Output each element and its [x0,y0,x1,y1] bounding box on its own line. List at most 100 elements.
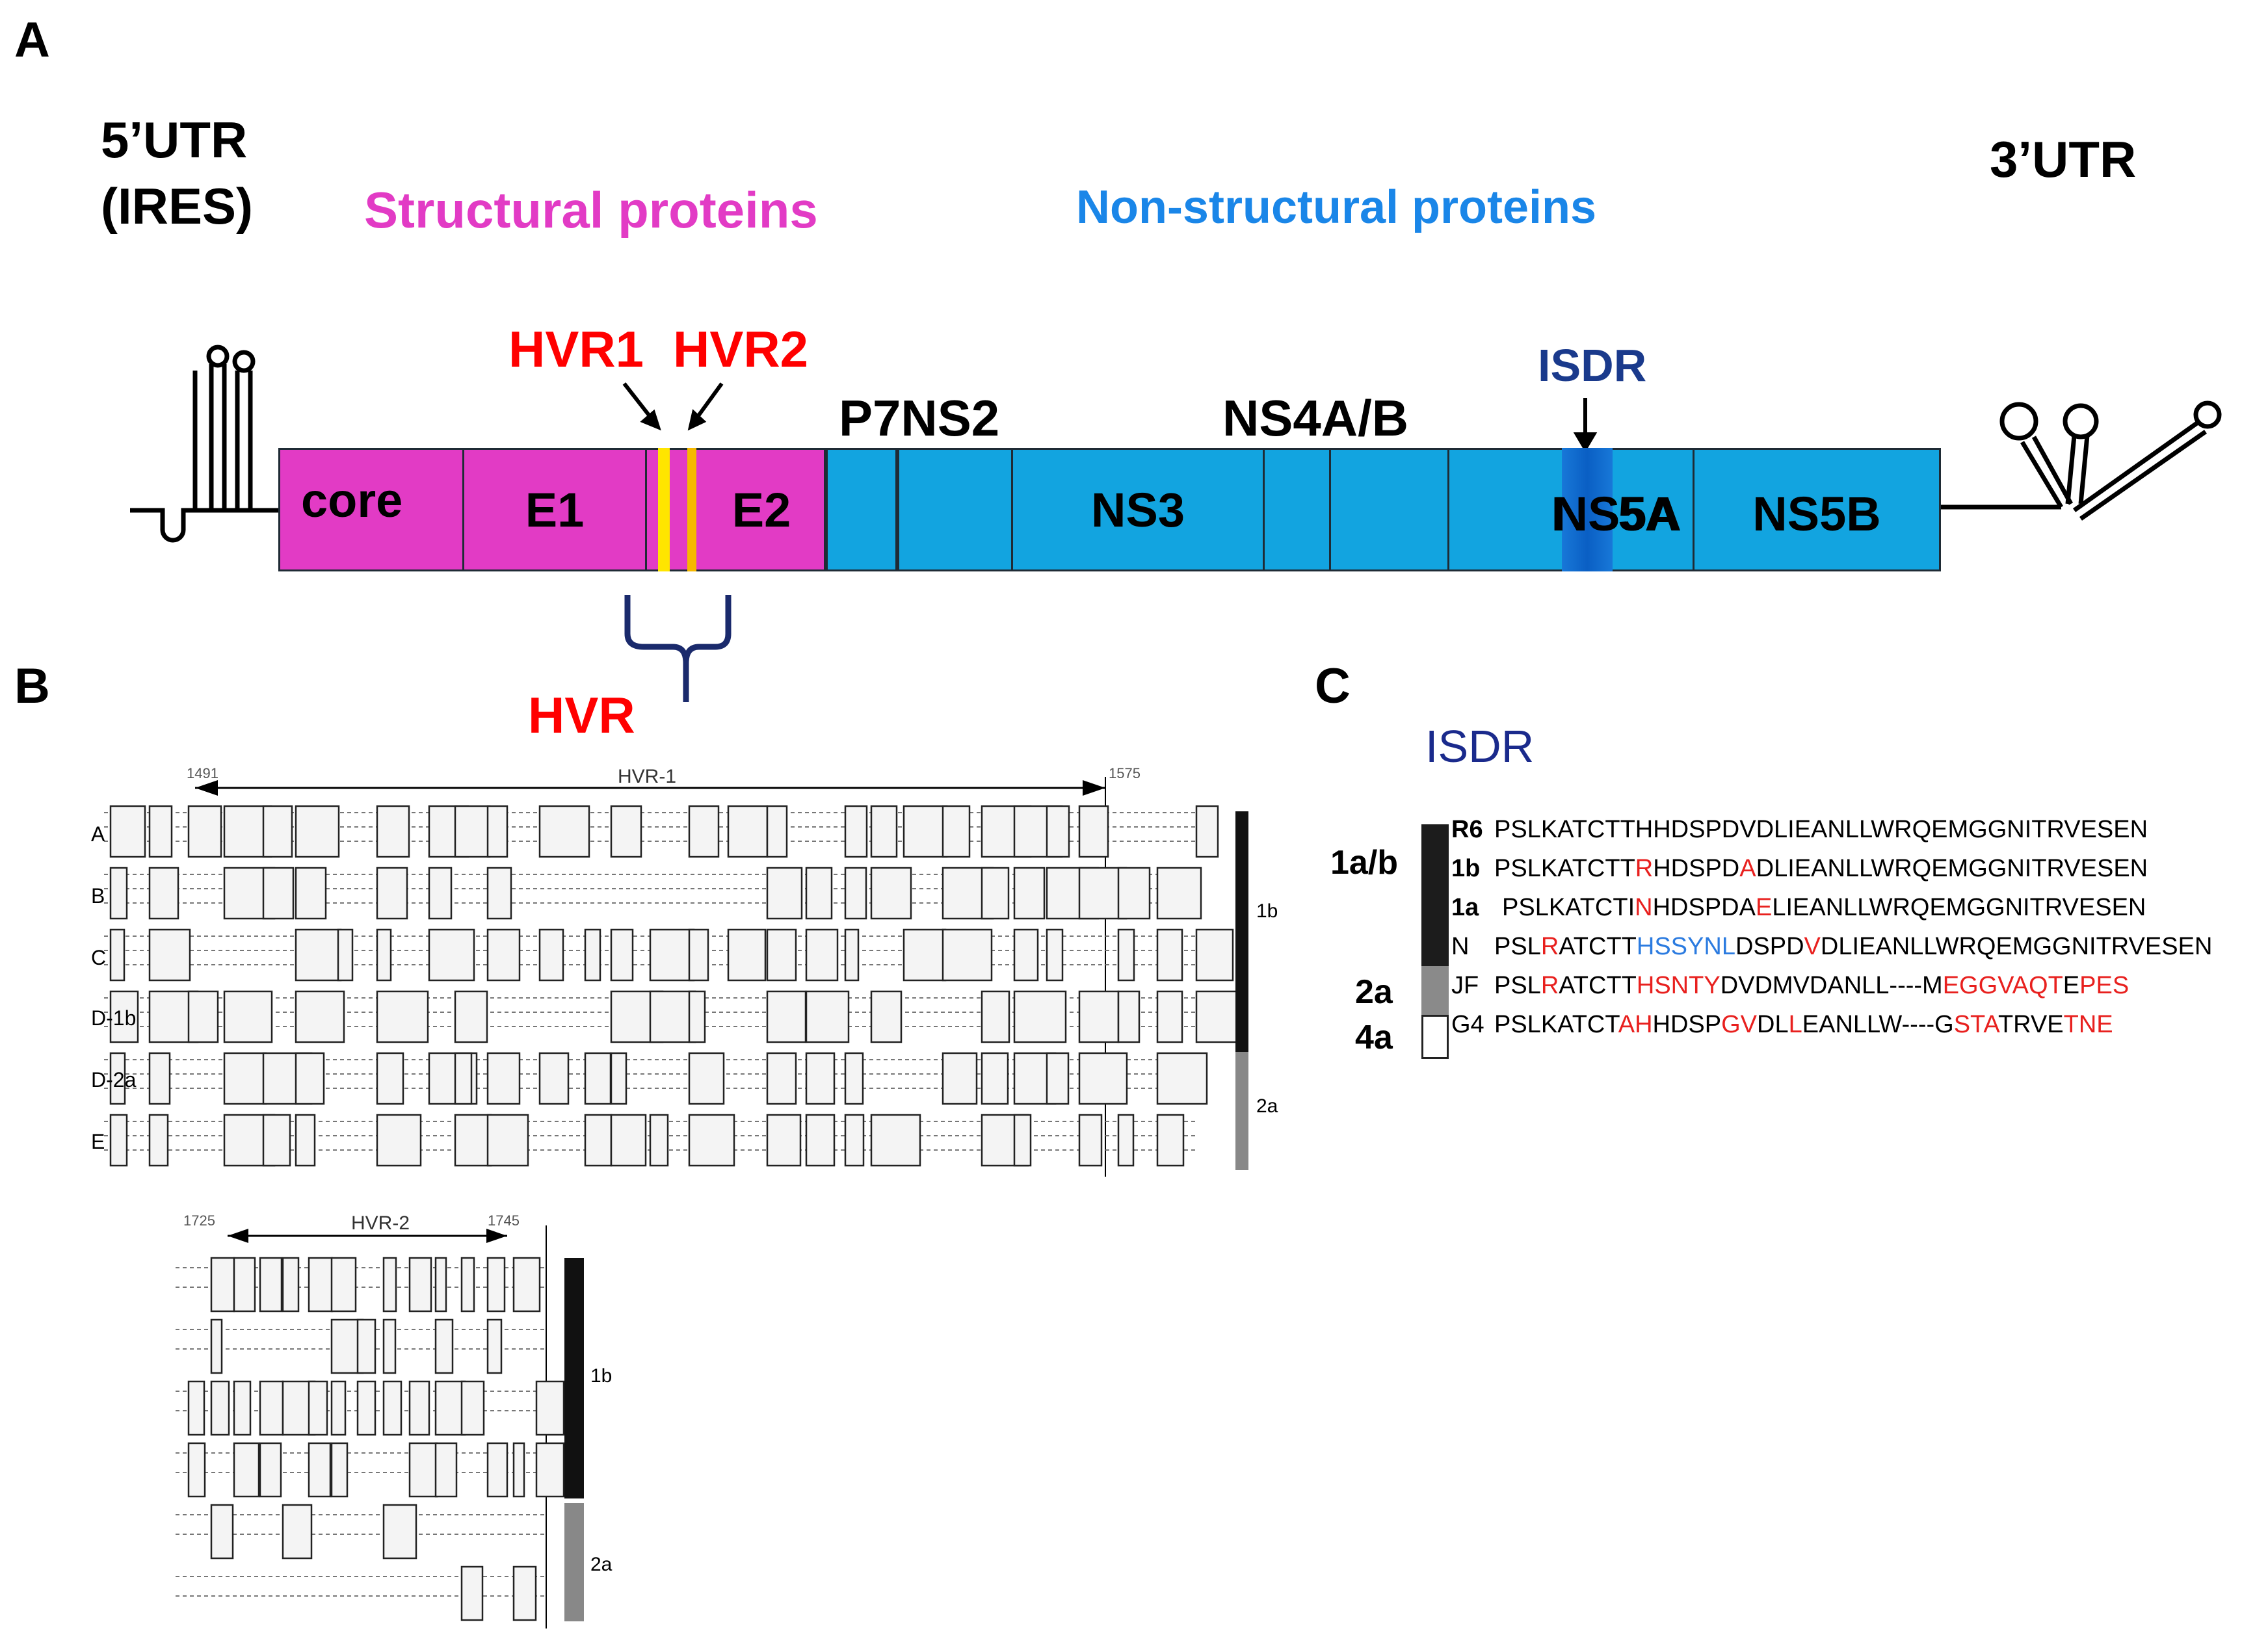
genotype-label-1ab: 1a/b [1330,844,1399,882]
alignment-variant-box [148,1052,171,1105]
sequence-segment: HSSYNL [1636,933,1735,960]
alignment-variant-box [262,1114,291,1167]
sequence-segment: V [1804,933,1821,960]
alignment-variant-box [1046,805,1070,858]
alignment-variant-box [844,1114,865,1167]
genotype-bar-2a-top [1235,1052,1248,1170]
alignment-variant-box [233,1380,252,1436]
panel-a-letter: A [14,12,50,68]
hvr1-end-coord: 1575 [1109,765,1141,781]
genotype-bar-4a [1421,1015,1449,1059]
alignment-variant-box [766,1114,802,1167]
sequence-segment: N [1635,894,1653,921]
alignment-variant-box [486,805,508,858]
alignment-variant-box [981,990,1010,1043]
sequence-segment: TRVE [1998,1011,2064,1038]
alignment-variant-box [210,1504,234,1560]
sequence-segment: TNE [2063,1011,2113,1038]
structural-proteins-label: Structural proteins [364,181,818,239]
alignment-variant-box [148,867,179,920]
sequence-segment: R [1540,933,1559,960]
alignment-variant-box [844,867,867,920]
ns4ab-label: NS4A/B [1222,389,1409,447]
alignment-variant-box [512,1257,541,1313]
alignment-variant-box [262,805,293,858]
sequence-segment: R [1540,972,1559,999]
alignment-variant-box [1078,990,1120,1043]
alignment-variant-box [727,928,767,982]
sequence-segment: HDSP [1652,1011,1722,1038]
alignment-variant-box [408,1257,432,1313]
sequence-segment: PSLKATCTTHHDSPDVDLIEANLLWRQEMGGNITRVESEN [1494,816,2148,843]
alignment-variant-box [688,1114,735,1167]
alignment-variant-box [805,1052,836,1105]
alignment-variant-box [844,928,860,982]
alignment-variant-box [535,1380,565,1436]
utr3-label: 3’UTR [1990,131,2137,188]
alignment-variant-box [376,805,410,858]
alignment-variant-box [337,928,354,982]
alignment-variant-box [1156,867,1202,920]
sequence-segment: DL [1757,1011,1789,1038]
sequence-segment: PSL [1494,972,1541,999]
alignment-variant-box [295,1052,325,1105]
alignment-variant-box [649,1114,669,1167]
alignment-variant-box [434,1442,458,1498]
alignment-variant-box [903,928,947,982]
isdr-band [1562,448,1613,571]
alignment-variant-box [870,1114,921,1167]
alignment-variant-box [942,928,993,982]
alignment-variant-box [382,1257,397,1313]
alignment-variant-box [210,1380,230,1436]
alignment-variant-box [233,1442,260,1498]
sequence-segment: AH [1618,1011,1653,1038]
alignment-variant-box [981,1052,1009,1105]
alignment-variant-box [308,1442,332,1498]
hvr2-end-coord: 1745 [488,1212,520,1229]
alignment-variant-box [610,1114,647,1167]
alignment-variant-box [1195,928,1234,982]
alignment-variant-box [376,928,392,982]
sequence-segment: PSL [1494,933,1541,960]
sequence-segment: PSLKATCTT [1494,855,1635,882]
alignment-variant-box [1117,928,1135,982]
row-label-d1b: D-1b [91,1006,137,1030]
alignment-variant-box [584,1052,612,1105]
hvr1-alignment-graphic: 1491 1575 HVR-1 [104,765,1248,1177]
hvr2-band [687,448,696,571]
sequence-name: R6 [1451,816,1483,843]
panel-b-letter: B [14,659,50,714]
alignment-variant-box [610,1052,627,1105]
alignment-variant-box [109,928,125,982]
hvr2-start-coord: 1725 [183,1212,215,1229]
alignment-variant-box [1156,1114,1185,1167]
sequence-segment: STA [1953,1011,1998,1038]
alignment-variant-box [766,990,807,1043]
alignment-variant-box [486,1052,521,1105]
alignment-variant-box [766,805,788,858]
segment-core: core [278,448,464,571]
alignment-variant-box [376,990,429,1043]
genotype-bar-1b-top [1235,811,1248,1052]
segment-ns3: NS3 [1011,448,1265,571]
alignment-variant-box [981,867,1010,920]
hvr-brace [624,595,732,702]
alignment-variant-box [262,867,295,920]
hvr1-alignment: 1491 1575 HVR-1 A B C D-1b D-2a E [91,761,1248,1177]
sequence-segment: EGGVAQT [1942,972,2063,999]
alignment-variant-box [210,1257,235,1313]
alignment-variant-box [1195,805,1219,858]
sequence-segment: DVDMVDANLL----M [1720,972,1943,999]
sequence-name: 1b [1451,855,1481,882]
sequence-segment: DLIEANLLWRQEMGGNITRVESEN [1820,933,2213,960]
alignment-variant-box [148,1114,169,1167]
sequence-segment: PES [2079,972,2130,999]
alignment-variant-box [1078,805,1109,858]
alignment-variant-box [486,1318,503,1374]
segment-e1: E1 [462,448,647,571]
alignment-variant-box [688,1052,725,1105]
hvr2-alignment: 1725 1745 HVR-2 [176,1206,566,1628]
